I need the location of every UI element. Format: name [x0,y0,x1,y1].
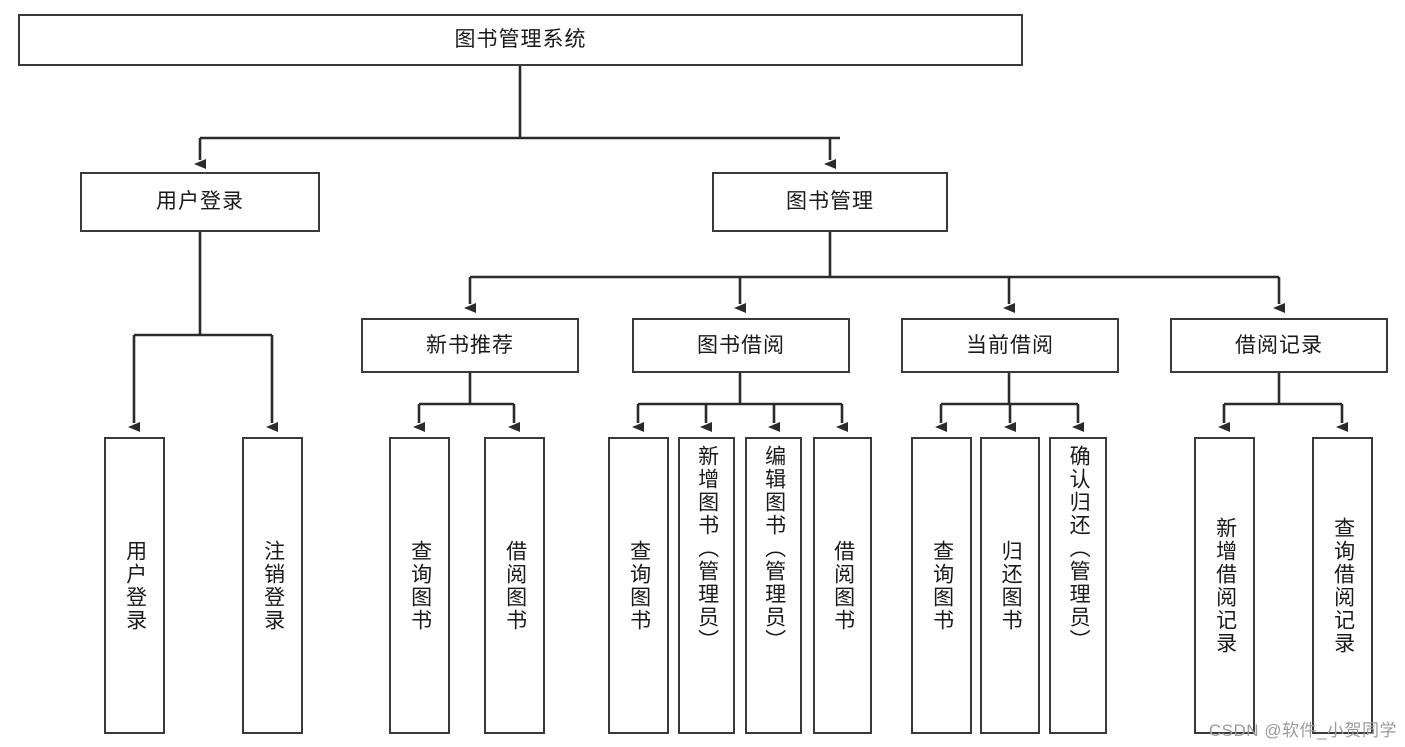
leaf-confirm-return-admin[interactable]: 确认归还（管理员） [1049,437,1107,734]
leaf-edit-book-admin-label: 编辑图书（管理员） [762,445,786,652]
leaf-borrow-book-label: 借阅图书 [831,539,855,632]
node-book-borrow-label: 图书借阅 [697,333,785,357]
leaf-add-book-admin[interactable]: 新增图书（管理员） [678,437,735,734]
node-user-login-label: 用户登录 [156,190,244,214]
leaf-edit-book-admin[interactable]: 编辑图书（管理员） [745,437,802,734]
leaf-add-book-admin-label: 新增图书（管理员） [695,445,719,652]
leaf-query-book-recommend-label: 查询图书 [408,539,432,632]
leaf-confirm-return-admin-label: 确认归还（管理员） [1067,445,1091,652]
node-current-borrow[interactable]: 当前借阅 [901,318,1119,373]
leaf-query-book-borrow[interactable]: 查询图书 [608,437,669,734]
node-book-management-label: 图书管理 [786,190,874,214]
node-book-borrow[interactable]: 图书借阅 [632,318,850,373]
leaf-return-book[interactable]: 归还图书 [980,437,1040,734]
node-new-book-recommend[interactable]: 新书推荐 [361,318,579,373]
node-current-borrow-label: 当前借阅 [966,333,1054,357]
leaf-logout-label: 注销登录 [261,539,285,632]
node-new-book-recommend-label: 新书推荐 [426,333,514,357]
leaf-query-borrow-record[interactable]: 查询借阅记录 [1312,437,1373,734]
node-book-management[interactable]: 图书管理 [712,172,948,232]
node-user-login[interactable]: 用户登录 [80,172,320,232]
leaf-add-borrow-record-label: 新增借阅记录 [1213,516,1237,655]
leaf-user-login-label: 用户登录 [123,539,147,632]
node-borrow-record-label: 借阅记录 [1235,333,1323,357]
leaf-query-book-current-label: 查询图书 [930,539,954,632]
node-root-label: 图书管理系统 [454,28,587,52]
leaf-return-book-label: 归还图书 [999,539,1023,632]
leaf-query-book-borrow-label: 查询图书 [627,539,651,632]
leaf-borrow-book-recommend-label: 借阅图书 [503,539,527,632]
leaf-borrow-book[interactable]: 借阅图书 [813,437,872,734]
leaf-borrow-book-recommend[interactable]: 借阅图书 [484,437,545,734]
leaf-query-book-current[interactable]: 查询图书 [911,437,972,734]
node-borrow-record[interactable]: 借阅记录 [1170,318,1388,373]
leaf-query-book-recommend[interactable]: 查询图书 [389,437,450,734]
leaf-logout[interactable]: 注销登录 [242,437,303,734]
leaf-add-borrow-record[interactable]: 新增借阅记录 [1194,437,1255,734]
watermark: CSDN @软件_小贺同学 [1208,721,1397,740]
node-root[interactable]: 图书管理系统 [18,14,1023,66]
leaf-user-login[interactable]: 用户登录 [104,437,165,734]
leaf-query-borrow-record-label: 查询借阅记录 [1331,516,1355,655]
